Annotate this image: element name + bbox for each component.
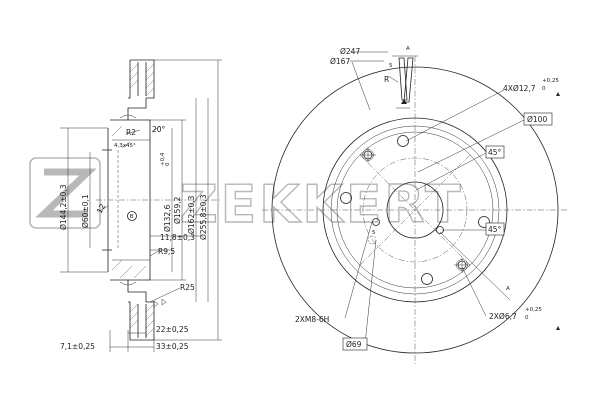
dim-d118: 11,8±0,3 [160,233,195,242]
side-section-view: B [59,59,222,352]
dim-d71: 7,1±0,25 [60,342,95,351]
dim-holes4-tol-lower: 0 [542,86,546,92]
dim-r2: R2 [126,128,136,137]
dim-holes4: 4XØ12,7 [503,84,536,93]
dim-d132-tol-lower: 0 [165,162,171,166]
dim-d167: Ø167 [330,57,350,66]
brand-watermark-text: ZEKKERT [180,175,464,235]
dim-r: R [384,75,389,84]
dim-thread: 2XM8-6H [295,315,329,324]
svg-text:B: B [130,214,134,220]
threaded-hole-lower-right [454,257,470,273]
section-cut-marker [392,55,418,109]
dim-d132: Ø132,6 [163,204,172,232]
threaded-hole-upper-left [360,147,376,163]
stud-hole-bottom [421,273,433,285]
stud-hole-right [478,216,490,228]
dim-d255: Ø255,8±0,3 [199,194,208,240]
dim-holes2-tol-upper: +0,25 [525,307,542,313]
dim-d60: Ø60±0,1 [81,194,90,228]
section-label-a: A [406,46,410,52]
stud-hole-top [397,135,409,147]
dim-d22: 22±0,25 [156,325,189,334]
front-view: Ø247 Ø167 A 5 R 4XØ12,7 +0,25 0 Ø100 45°… [262,46,568,364]
dim-angle45-upper: 45° [488,148,502,157]
stud-hole-left [340,192,352,204]
dim-12: 12 [95,202,108,215]
dim-d69: Ø69 [346,340,362,349]
dim-5b: 5 [372,230,376,236]
dim-angle20: 20° [152,125,166,134]
dim-d132-tol-upper: +0,4 [160,152,166,166]
dim-d100: Ø100 [527,115,547,124]
dim-5: 5 [389,63,393,69]
dim-holes2: 2XØ6,7 [489,312,517,321]
dim-angle45-lower: 45° [488,225,502,234]
dim-holes2-tol-lower: 0 [525,315,529,321]
brand-watermark: ZEKKERT [29,157,464,236]
detail-b-marker [127,211,137,221]
dim-d247: Ø247 [340,47,360,56]
dim-r25: R25 [180,283,195,292]
section-label-a-lower: A [506,286,510,292]
dim-d159: Ø159,2 [173,196,182,224]
dim-chamfer: 4,3x45° [114,143,136,149]
locating-hole-left [372,218,380,226]
dim-holes4-tol-upper: +0,25 [542,78,559,84]
dim-d162: Ø162±0,3 [187,195,196,234]
dim-r95: R9,5 [158,247,175,256]
dim-d144: Ø144,2±0,3 [59,184,68,230]
dim-d33: 33±0,25 [156,342,189,351]
